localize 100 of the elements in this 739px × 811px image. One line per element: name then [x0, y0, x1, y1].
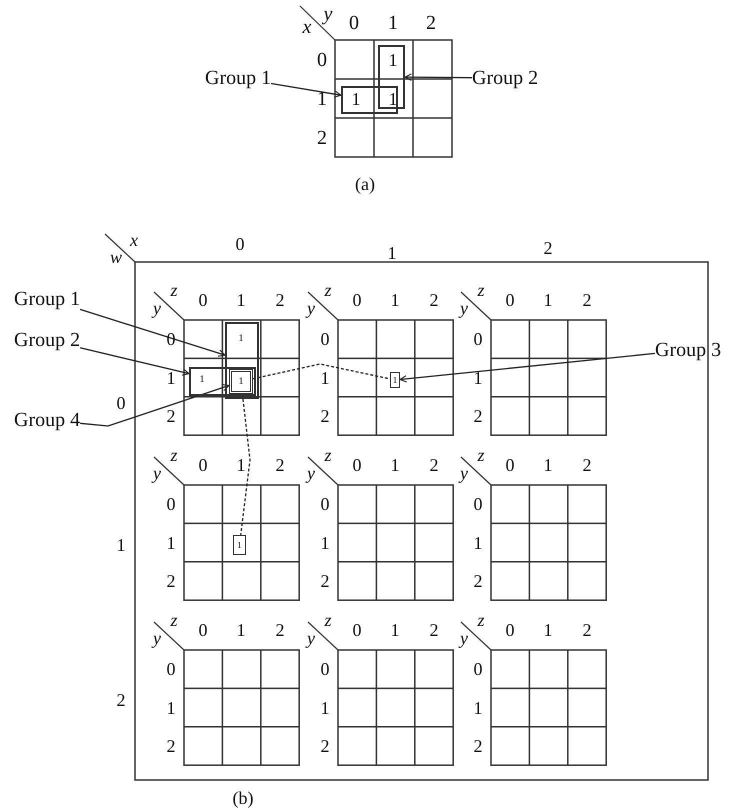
index-label: 0 [317, 50, 327, 70]
cell-value: 1 [388, 90, 398, 108]
variable-label: y [153, 299, 161, 317]
variable-label: z [170, 281, 178, 299]
grouping-box: 1 [229, 369, 253, 394]
index-label: 1 [166, 534, 176, 552]
index-label: 1 [390, 456, 400, 474]
index-label: 1 [474, 534, 482, 552]
variable-label: z [324, 281, 332, 299]
group-label: Group 1 [205, 67, 272, 89]
variable-label: y [460, 299, 468, 317]
index-label: 2 [474, 407, 482, 425]
variable-label: z [478, 281, 484, 299]
index-label: 2 [116, 691, 126, 709]
index-label: 0 [474, 660, 482, 678]
index-label: 1 [317, 89, 327, 109]
index-label: 1 [544, 291, 552, 309]
index-label: 2 [166, 737, 176, 755]
index-label: 2 [276, 456, 284, 474]
index-label: 2 [430, 456, 438, 474]
group-outline [225, 322, 259, 399]
index-label: 0 [352, 456, 362, 474]
group-label: Group 1 [14, 288, 80, 310]
leader-line [271, 82, 342, 98]
index-label: 2 [276, 291, 284, 309]
index-label: 0 [198, 291, 208, 309]
index-label: 1 [166, 369, 176, 387]
index-label: 0 [198, 621, 208, 639]
index-label: 0 [116, 394, 126, 412]
index-label: 0 [198, 456, 208, 474]
figure-caption: (a) [355, 175, 375, 193]
index-label: 2 [582, 621, 592, 639]
variable-label: y [307, 299, 315, 317]
index-label: 2 [474, 572, 482, 590]
leader-line [80, 308, 226, 357]
index-label: 2 [582, 456, 592, 474]
index-label: 1 [320, 369, 330, 387]
grouping-box: 1 [233, 535, 246, 555]
leader-line [399, 352, 656, 383]
index-label: 1 [474, 699, 482, 717]
index-label: 1 [544, 456, 552, 474]
variable-label: y [460, 464, 468, 482]
index-label: 2 [276, 621, 284, 639]
leader-line [80, 347, 190, 376]
index-label: 1 [236, 291, 246, 309]
index-label: 1 [388, 13, 398, 33]
index-label: 0 [474, 330, 482, 348]
variable-label: z [478, 446, 484, 464]
variable-label: y [153, 464, 161, 482]
variable-label: z [324, 611, 332, 629]
index-label: 2 [166, 407, 176, 425]
index-label: 0 [236, 235, 244, 253]
index-label: 1 [320, 699, 330, 717]
variable-label: y [324, 4, 332, 24]
index-label: 0 [320, 330, 330, 348]
index-label: 2 [474, 737, 482, 755]
index-label: 2 [317, 128, 327, 148]
index-label: 1 [320, 534, 330, 552]
cell-value: 1 [352, 90, 360, 108]
cell-value: 1 [388, 51, 398, 69]
index-label: 0 [352, 621, 362, 639]
variable-label: y [307, 629, 315, 647]
index-label: 2 [320, 737, 330, 755]
leader-line [80, 384, 230, 427]
grouping-box: 1 [390, 372, 400, 388]
index-label: 0 [506, 291, 514, 309]
dashed-connector [252, 363, 390, 380]
variable-label: z [170, 446, 178, 464]
cell-value: 1 [238, 334, 244, 344]
index-label: 2 [320, 407, 330, 425]
index-label: 1 [474, 369, 482, 387]
variable-label: x [130, 231, 138, 249]
index-label: 1 [390, 621, 400, 639]
index-label: 0 [506, 456, 514, 474]
variable-label: y [153, 629, 161, 647]
index-label: 0 [320, 495, 330, 513]
index-label: 0 [349, 13, 359, 33]
group-label: Group 2 [14, 329, 80, 351]
index-label: 2 [166, 572, 176, 590]
variable-label: z [478, 611, 484, 629]
variable-label: y [307, 464, 315, 482]
index-label: 2 [582, 291, 592, 309]
index-label: 1 [166, 699, 176, 717]
index-label: 1 [544, 621, 552, 639]
variable-label: x [302, 17, 312, 37]
group-label: Group 4 [14, 409, 80, 431]
group-label: Group 3 [655, 339, 722, 361]
leader-line [404, 73, 472, 81]
index-label: 1 [388, 244, 396, 262]
index-label: 2 [544, 239, 552, 257]
index-label: 0 [352, 291, 362, 309]
group-outline [378, 45, 405, 109]
index-label: 1 [236, 621, 246, 639]
index-label: 2 [430, 621, 438, 639]
index-label: 0 [166, 660, 176, 678]
cell-value: 1 [200, 375, 204, 385]
group-label: Group 2 [472, 67, 538, 89]
variable-label: w [110, 248, 122, 266]
figure-caption: (b) [232, 789, 254, 807]
group-outline [341, 86, 398, 114]
